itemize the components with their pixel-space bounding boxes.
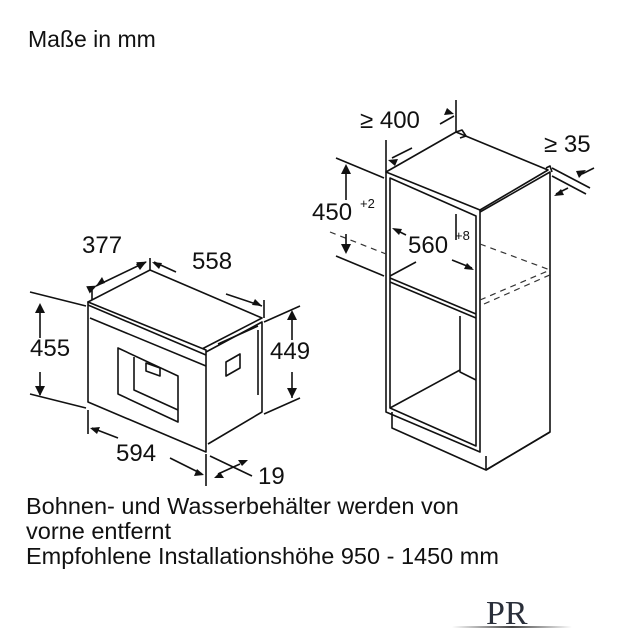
dim-560-label: 560 bbox=[408, 232, 448, 259]
dim-560-tolerance: +8 bbox=[455, 228, 470, 243]
dim-449-label: 449 bbox=[270, 338, 310, 365]
dim-400-label: ≥ 400 bbox=[360, 107, 420, 134]
dim-455-label: 455 bbox=[30, 335, 70, 362]
dim-377-label: 377 bbox=[82, 232, 122, 259]
cabinet-drawing bbox=[335, 100, 591, 471]
note-line-1: Bohnen- und Wasserbehälter werden von bbox=[26, 493, 459, 519]
dim-19-label: 19 bbox=[258, 463, 285, 490]
installation-notes: Bohnen- und Wasserbehälter werden von vo… bbox=[26, 494, 499, 569]
dim-594-label: 594 bbox=[116, 440, 156, 467]
units-title: Maße in mm bbox=[28, 26, 156, 52]
dim-558-label: 558 bbox=[192, 248, 232, 275]
note-line-2: vorne entfernt bbox=[26, 518, 172, 544]
dim-35-label: ≥ 35 bbox=[544, 131, 591, 158]
dim-450-tolerance: +2 bbox=[360, 196, 375, 211]
appliance-drawing bbox=[29, 258, 301, 486]
logo-text: PR bbox=[486, 595, 528, 632]
dim-450-label: 450 bbox=[312, 199, 352, 226]
note-line-3: Empfohlene Installationshöhe 950 - 1450 … bbox=[26, 543, 499, 569]
pr-logo: PR bbox=[452, 595, 572, 632]
